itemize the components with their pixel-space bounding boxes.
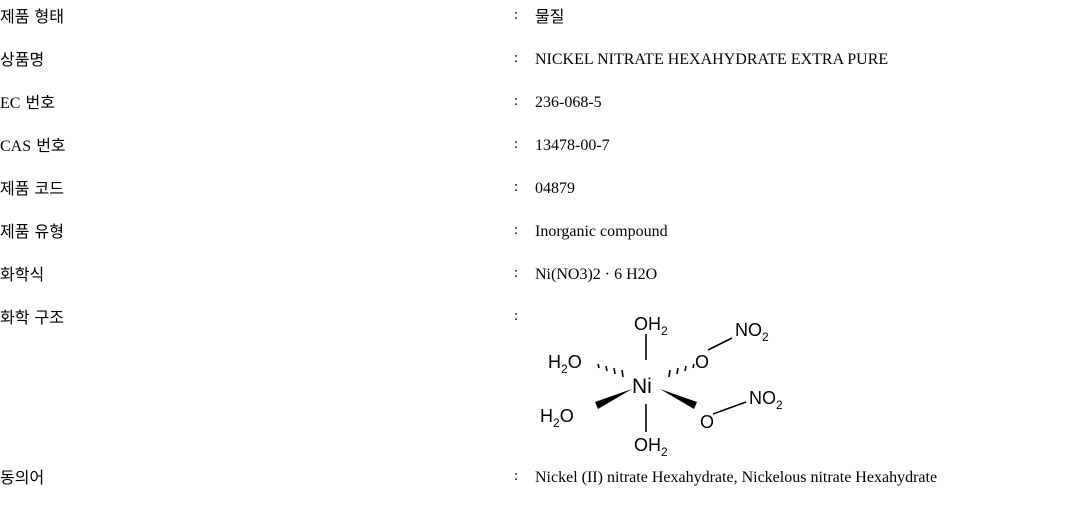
ligand-lower-left-h2o: H2O [540,406,574,430]
colon-separator: : [514,50,519,66]
label-formula: 화학식 [0,265,45,284]
colon-separator: : [514,265,519,281]
colon-separator: : [514,222,519,238]
label-product-form: 제품 형태 [0,7,64,26]
label-ec-number: EC 번호 [0,91,55,116]
label-structure: 화학 구조 [0,308,64,327]
label-ec-prefix: EC [0,95,21,112]
atom-o-upper-right: O [695,352,709,372]
row-trade-name: 상품명 : NICKEL NITRATE HEXAHYDRATE EXTRA P… [0,48,1066,72]
group-no2-upper: NO2 [735,320,769,344]
value-product-form: 물질 [535,7,565,26]
wedge-bond-lower-right [660,389,697,409]
hashed-bond-upper-left [597,363,624,378]
bond-o-no2-lower [712,401,747,415]
colon-separator: : [514,136,519,152]
label-product-type: 제품 유형 [0,222,64,241]
label-cas-number: CAS 번호 [0,134,66,159]
label-trade-name: 상품명 [0,50,45,69]
value-product-code: 04879 [535,180,575,197]
row-product-type: 제품 유형 : Inorganic compound [0,220,1066,244]
colon-separator: : [514,468,519,484]
label-synonyms: 동의어 [0,468,45,487]
value-trade-name: NICKEL NITRATE HEXAHYDRATE EXTRA PURE [535,51,889,68]
label-product-code: 제품 코드 [0,179,64,198]
value-cas-number: 13478-00-7 [535,137,610,154]
label-cas-suffix: 번호 [31,136,66,155]
row-synonyms: 동의어 : Nickel (II) nitrate Hexahydrate, N… [0,466,1066,490]
wedge-bond-lower-left [595,389,632,409]
group-no2-lower: NO2 [749,388,783,412]
atom-ni: Ni [632,375,652,398]
value-ec-number: 236-068-5 [535,94,602,111]
value-product-type: Inorganic compound [535,223,668,240]
value-synonyms: Nickel (II) nitrate Hexahydrate, Nickelo… [535,469,938,486]
colon-separator: : [514,7,519,23]
ligand-top-oh2: OH2 [634,314,668,338]
ligand-bottom-oh2: OH2 [634,435,668,459]
row-formula: 화학식 : Ni(NO3)2 · 6 H2O [0,263,1066,287]
bond-o-no2-upper [707,337,733,351]
atom-o-lower-right: O [700,412,714,432]
hashed-bond-upper-right [668,363,695,378]
row-product-code: 제품 코드 : 04879 [0,177,1066,201]
ligand-upper-left-h2o: H2O [548,352,582,376]
row-product-form: 제품 형태 : 물질 [0,5,1066,29]
colon-separator: : [514,308,519,324]
label-cas-prefix: CAS [0,138,32,155]
chemical-structure-diagram: Ni OH2 OH2 H2O H2O O O NO2 NO2 [540,314,783,459]
value-formula: Ni(NO3)2 · 6 H2O [535,266,658,283]
row-ec-number: EC 번호 : 236-068-5 [0,91,1066,115]
label-ec-suffix: 번호 [20,93,55,112]
row-cas-number: CAS 번호 : 13478-00-7 [0,134,1066,158]
colon-separator: : [514,93,519,109]
row-structure: 화학 구조 : [0,306,1066,330]
colon-separator: : [514,179,519,195]
